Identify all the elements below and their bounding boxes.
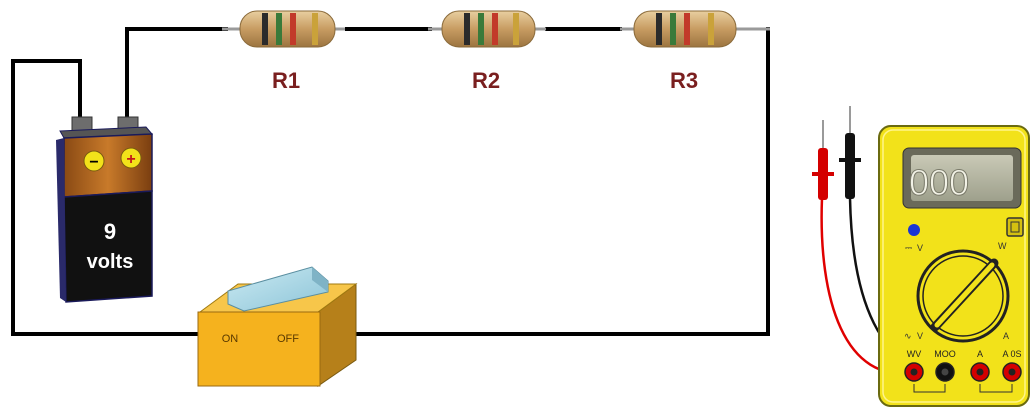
switch-off-label: OFF (277, 333, 299, 345)
resistor-label-r3: R3 (670, 68, 698, 93)
battery-top-section (63, 133, 153, 198)
battery-negative-marker (83, 150, 105, 172)
hold-button[interactable] (1006, 217, 1024, 237)
jack-label-moo: MOO (934, 349, 956, 359)
resistor-body (441, 10, 536, 48)
wire-battery-to-switch (11, 59, 200, 336)
battery-positive-marker (120, 147, 142, 169)
switch-body (197, 311, 321, 387)
power-indicator (908, 224, 920, 236)
multimeter-display (911, 155, 1013, 201)
battery-bottom-section (63, 190, 153, 303)
dial-label-w: W (998, 241, 1007, 251)
resistor-label-r2: R2 (472, 68, 500, 93)
svg-text:⎓: ⎓ (905, 243, 912, 253)
resistor-r2: R2 (441, 10, 536, 93)
jack-a0s[interactable] (1002, 362, 1022, 382)
red-probe[interactable] (812, 120, 834, 200)
resistor-r3: R3 (633, 10, 737, 93)
resistor-body (239, 10, 336, 48)
jack-label-wv: WV (907, 349, 922, 359)
dial-label-ac-v: V (917, 331, 923, 341)
jack-label-a0s: A 0S (1002, 349, 1021, 359)
battery-positive-symbol: + (126, 151, 135, 168)
resistor-r1: R1 (239, 10, 336, 93)
dial-label-a: A (1003, 331, 1009, 341)
rotary-selector-dial[interactable] (916, 249, 1010, 343)
battery-value: 9 (104, 219, 116, 244)
jack-a[interactable] (970, 362, 990, 382)
jack-wv[interactable] (904, 362, 924, 382)
black-probe[interactable] (839, 106, 861, 199)
resistor-label-r1: R1 (272, 68, 300, 93)
dial-label-dc-v: V (917, 243, 923, 253)
battery-negative-symbol: − (89, 154, 98, 171)
jack-moo[interactable] (935, 362, 955, 382)
wire-r3-to-switch (352, 27, 770, 336)
battery-9v: − + 9 volts (56, 116, 154, 303)
jack-label-a: A (977, 349, 983, 359)
multimeter-display-readout: 000 (909, 162, 969, 203)
battery-unit: volts (87, 251, 134, 273)
multimeter: 000 ⎓ V W ∿ V A WV MOO A A 0S (878, 125, 1030, 407)
switch-on-label: ON (222, 333, 239, 345)
svg-text:∿: ∿ (904, 331, 912, 341)
rocker-switch: ON OFF (197, 266, 358, 387)
wire-battery-to-r1 (125, 27, 228, 118)
